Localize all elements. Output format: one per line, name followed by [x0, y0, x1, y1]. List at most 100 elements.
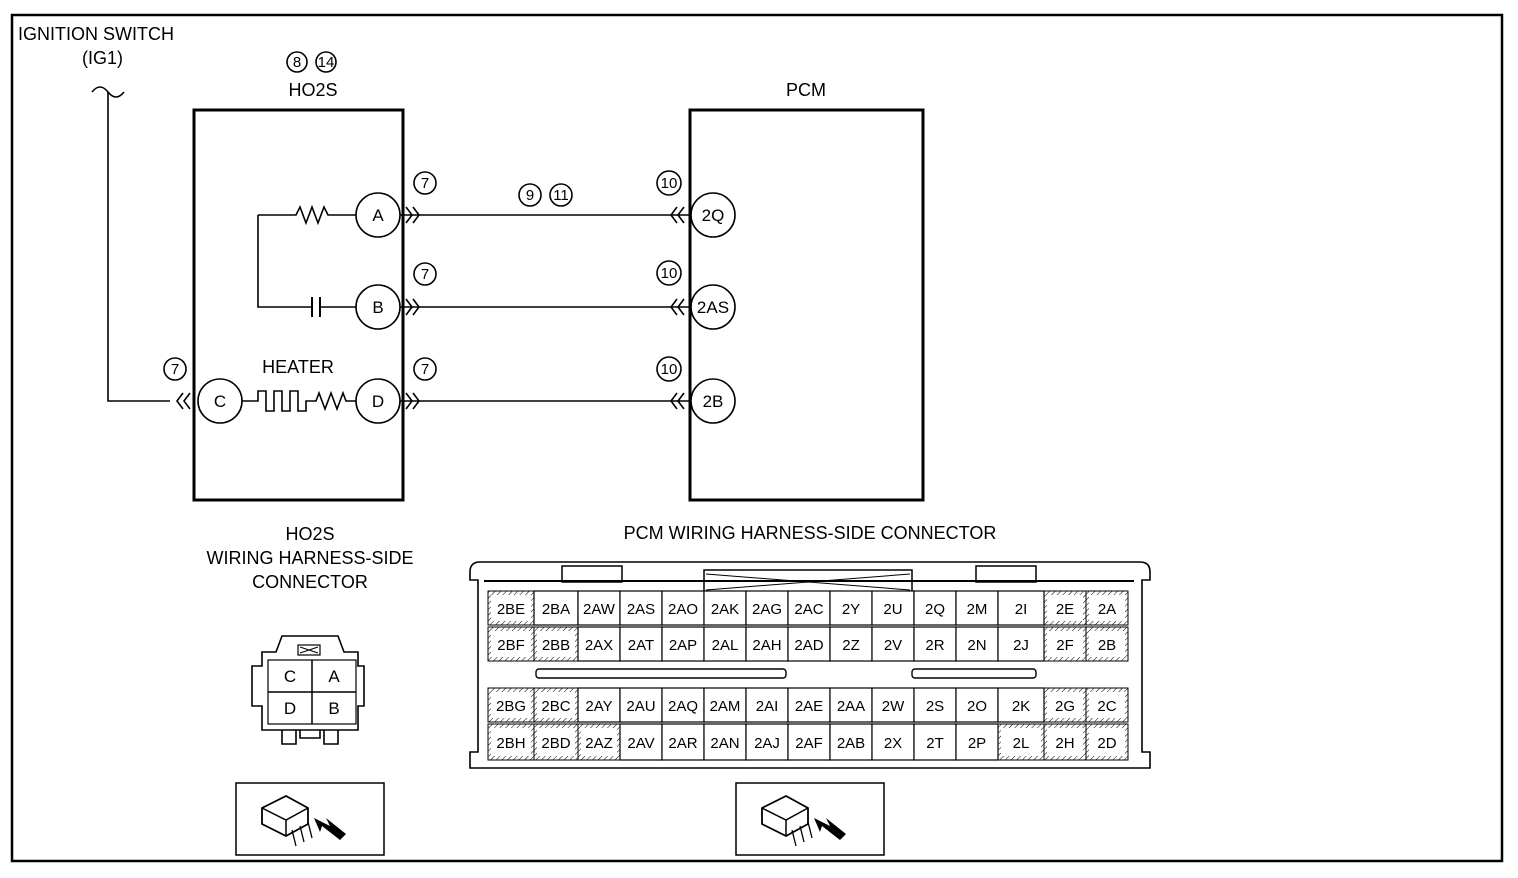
pcm-cavity — [829, 626, 873, 662]
ho2s-pin-d-label: D — [372, 392, 384, 411]
pcm-cavity-label: 2E — [1056, 601, 1074, 618]
pcm-cavity-label: 2BE — [497, 601, 525, 618]
pcm-cavity-label: 2AO — [668, 601, 698, 618]
pcm-cavity-label: 2A — [1098, 601, 1116, 618]
pcm-cavity-label: 2V — [884, 637, 902, 654]
heater-element-icon — [242, 390, 356, 412]
pcm-cavity-label: 2I — [1015, 601, 1028, 618]
pcm-cavity-label: 2G — [1055, 698, 1075, 715]
pcm-cavity-label: 2AC — [794, 601, 823, 618]
callouts-connector-pcm: 10 10 10 — [656, 170, 682, 382]
pcm-cavity — [661, 687, 705, 723]
pcm-cavity — [661, 723, 705, 761]
svg-text:10: 10 — [661, 175, 678, 192]
pcm-cavity-label: 2P — [968, 735, 986, 752]
pcm-cavity-label: 2AZ — [585, 735, 613, 752]
pcm-cavity — [787, 723, 831, 761]
pcm-cavity-label: 2AY — [585, 698, 612, 715]
pcm-cavity-label: 2Z — [842, 637, 860, 654]
callout-ho2s-b: 14 — [318, 54, 335, 71]
ignition-switch-label: IGNITION SWITCH — [18, 24, 174, 44]
ho2s-connector-face: C A D B — [251, 635, 365, 745]
pcm-cavity-inner — [581, 728, 617, 756]
pcm-cavity-inner — [1047, 595, 1083, 621]
pcm-cavity — [955, 687, 999, 723]
pcm-cavity — [619, 590, 663, 626]
pcm-cavity-label: 2AI — [756, 698, 779, 715]
pcm-cavity-label: 2W — [882, 698, 905, 715]
pcm-cavity-label: 2U — [883, 601, 902, 618]
pcm-cavity — [661, 590, 705, 626]
ignition-wire — [107, 92, 170, 402]
ho2s-pin-c — [197, 378, 243, 424]
pcm-cavity-label: 2AL — [712, 637, 739, 654]
pcm-cavity-label: 2AV — [627, 735, 654, 752]
pcm-cavity-label: 2BB — [542, 637, 570, 654]
pcm-cavity-label: 2BF — [497, 637, 525, 654]
pcm-view-direction-icon — [735, 782, 885, 856]
ho2s-callouts: 8 14 — [286, 51, 337, 73]
pcm-cavity-inner — [491, 692, 531, 718]
pcm-cavity-label: 2D — [1097, 735, 1116, 752]
pcm-cavity-label: 2N — [967, 637, 986, 654]
pcm-cavity-label: 2AG — [752, 601, 782, 618]
pcm-cavity-inner — [491, 631, 531, 657]
pcm-cavity-label: 2T — [926, 735, 944, 752]
pcm-cavity-label: 2AT — [628, 637, 654, 654]
pcm-cavity-label: 2X — [884, 735, 902, 752]
pcm-title: PCM — [786, 80, 826, 100]
pcm-cavity-label: 2AF — [795, 735, 823, 752]
pcm-cavity-label: 2AR — [668, 735, 697, 752]
pcm-cavity-label: 2BC — [541, 698, 570, 715]
pcm-cavity — [703, 626, 747, 662]
pcm-cavity-label: 2AP — [669, 637, 697, 654]
callouts-connector-ho2s: 7 7 7 7 — [163, 171, 437, 381]
pcm-cavity-label: 2AK — [711, 601, 739, 618]
pcm-cavity-label: 2AM — [710, 698, 741, 715]
pcm-cavity-label: 2J — [1013, 637, 1029, 654]
pcm-cavity — [577, 687, 621, 723]
pcm-connector-caption: PCM WIRING HARNESS-SIDE CONNECTOR — [624, 523, 997, 543]
pcm-pin-2as-label: 2AS — [697, 298, 729, 317]
callout-ho2s-a: 8 — [293, 54, 301, 71]
pcm-cavity — [871, 723, 915, 761]
pcm-cavity-label: 2BG — [496, 698, 526, 715]
pcm-cavity — [619, 626, 663, 662]
pcm-cavity — [913, 626, 957, 662]
pcm-cavity — [829, 723, 873, 761]
svg-text:11: 11 — [553, 187, 569, 204]
ig1-label: (IG1) — [82, 48, 123, 68]
ho2s-pin-c-label: C — [214, 392, 226, 411]
pcm-cavity-label: 2O — [967, 698, 987, 715]
svg-text:10: 10 — [661, 361, 678, 378]
pcm-cavity-label: 2AA — [837, 698, 865, 715]
pcm-cavity-label: 2AU — [626, 698, 655, 715]
pcm-cavity-label: 2BA — [542, 601, 570, 618]
ho2s-pin-a-label: A — [372, 206, 384, 225]
pcm-cavity-label: 2B — [1098, 637, 1116, 654]
pcm-pin-2b-label: 2B — [703, 392, 724, 411]
pcm-cavity-inner — [1047, 631, 1083, 657]
pcm-cavity — [577, 590, 621, 626]
pcm-cavity-label: 2AN — [710, 735, 739, 752]
svg-text:7: 7 — [421, 361, 429, 378]
callouts-wire: 9 11 — [518, 183, 573, 207]
pcm-cavity-label: 2Y — [842, 601, 860, 618]
pcm-cavity — [533, 590, 579, 626]
ho2s-connector-caption-1: HO2S — [285, 524, 334, 544]
pcm-cavity-label: 2AB — [837, 735, 865, 752]
svg-text:7: 7 — [421, 175, 429, 192]
heater-label: HEATER — [262, 357, 334, 377]
svg-text:7: 7 — [421, 266, 429, 283]
pcm-pin-2q-label: 2Q — [702, 206, 725, 225]
pcm-cavity-label: 2BD — [541, 735, 570, 752]
pcm-cavity-label: 2BH — [496, 735, 525, 752]
ho2s-connector-marks — [176, 206, 420, 410]
pcm-cavity-label: 2K — [1012, 698, 1030, 715]
ho2s-face-c: C — [284, 667, 296, 686]
pcm-cavity — [829, 687, 873, 723]
ho2s-pin-b-label: B — [372, 298, 383, 317]
pcm-cavity — [913, 687, 957, 723]
